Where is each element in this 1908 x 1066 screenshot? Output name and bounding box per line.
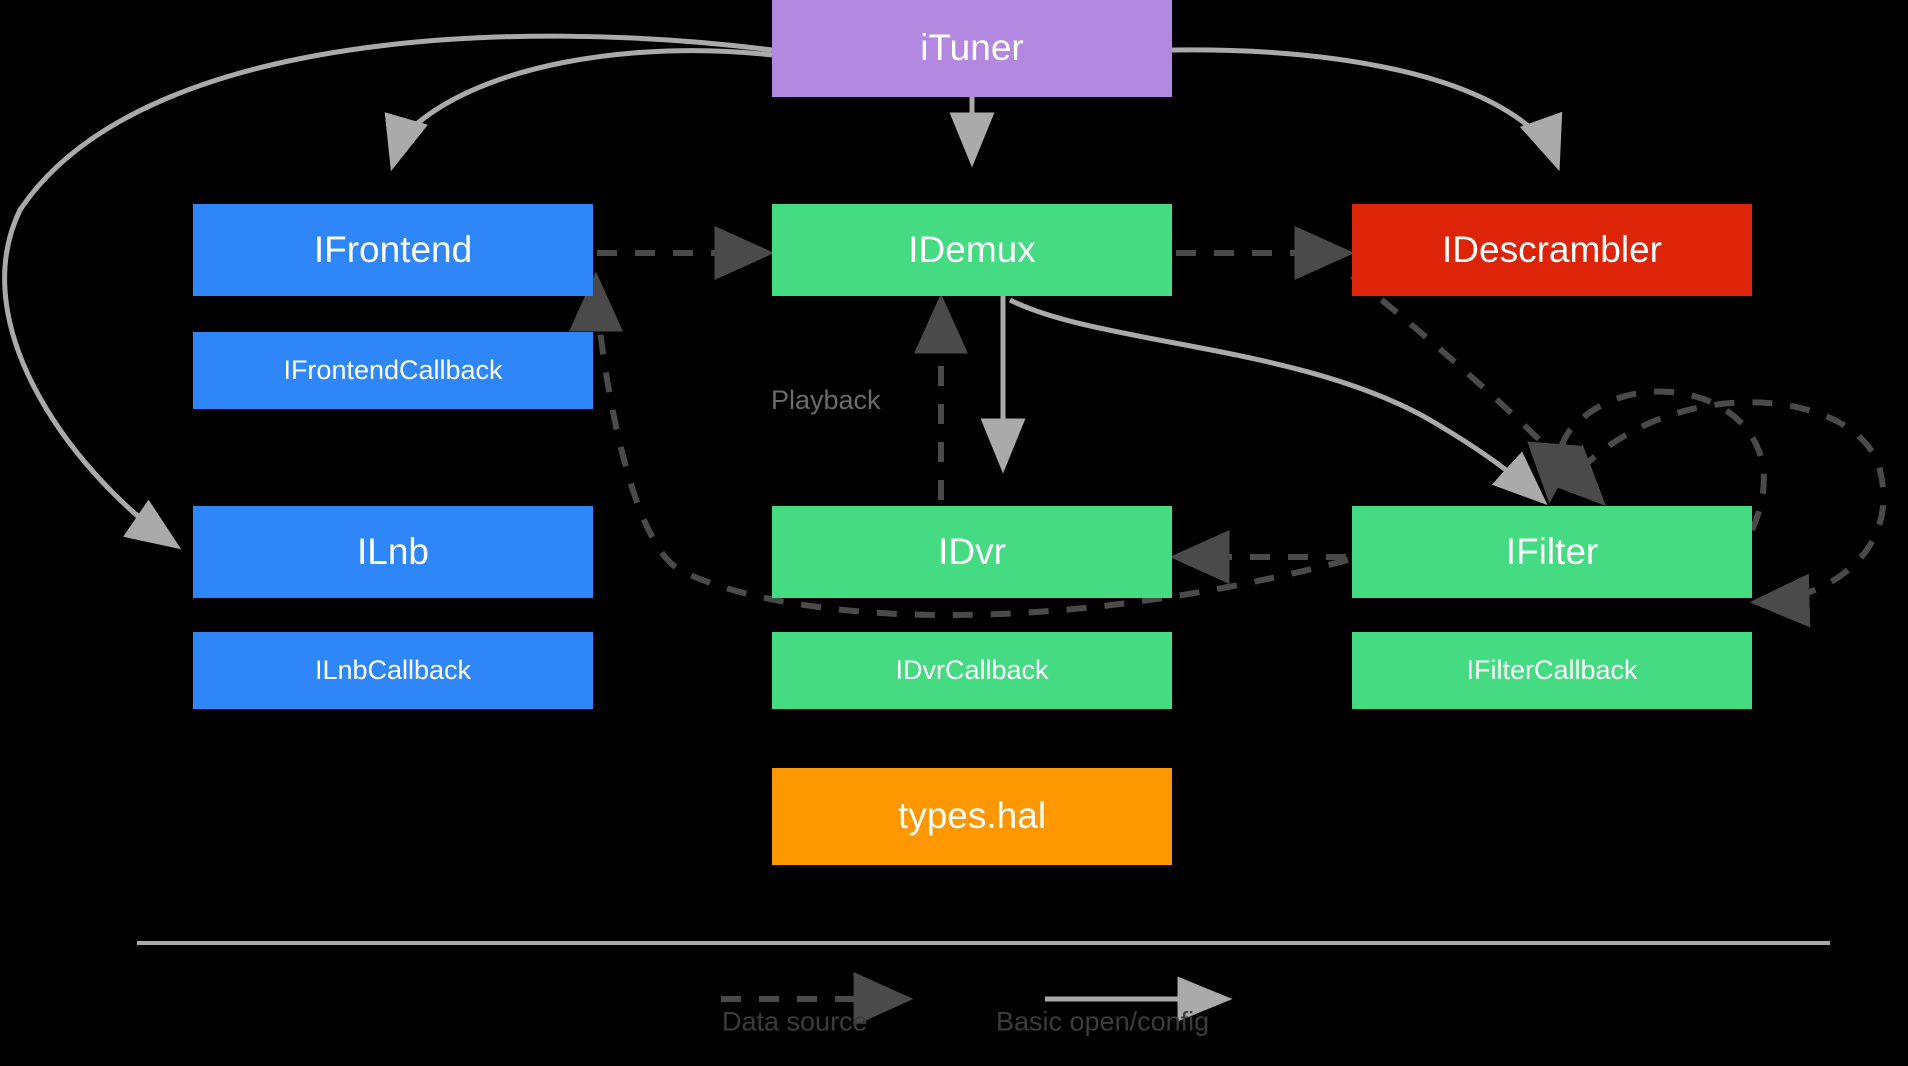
edge-ituner-ifrontend bbox=[384, 48, 773, 172]
edge-ituner-ilnb bbox=[2, 33, 773, 550]
edge-ifilter-self-loop-out bbox=[1527, 388, 1767, 532]
dashed-edges bbox=[569, 226, 1767, 619]
node-ifilter-callback[interactable]: IFilterCallback bbox=[1352, 632, 1752, 709]
node-ilnb-callback[interactable]: ILnbCallback bbox=[193, 632, 593, 709]
node-ifrontend[interactable]: IFrontend bbox=[193, 204, 593, 296]
node-ifrontend-callback[interactable]: IFrontendCallback bbox=[193, 332, 593, 409]
legend-label-basic-config: Basic open/config bbox=[996, 1006, 1210, 1037]
edge-ifilter-ifrontend bbox=[569, 271, 1349, 619]
ifilter-self-loop bbox=[1577, 399, 1887, 628]
edge-ituner-idescrambler bbox=[1171, 47, 1563, 172]
node-idescrambler[interactable]: IDescrambler bbox=[1352, 204, 1752, 296]
node-idvr-callback[interactable]: IDvrCallback bbox=[772, 632, 1172, 709]
playback-label: Playback bbox=[771, 385, 881, 415]
legend-label-data-source: Data source bbox=[722, 1006, 868, 1037]
node-ituner[interactable]: iTuner bbox=[772, 0, 1172, 97]
node-types-hal[interactable]: types.hal bbox=[772, 768, 1172, 865]
node-idemux[interactable]: IDemux bbox=[772, 204, 1172, 296]
edge-idescrambler-ifilter bbox=[1350, 273, 1606, 506]
edge-ifilter-self bbox=[1577, 399, 1887, 628]
node-idvr[interactable]: IDvr bbox=[772, 506, 1172, 598]
node-ilnb[interactable]: ILnb bbox=[193, 506, 593, 598]
solid-edges bbox=[2, 33, 1563, 550]
edge-idemux-ifilter bbox=[1008, 297, 1548, 506]
node-ifilter[interactable]: IFilter bbox=[1352, 506, 1752, 598]
